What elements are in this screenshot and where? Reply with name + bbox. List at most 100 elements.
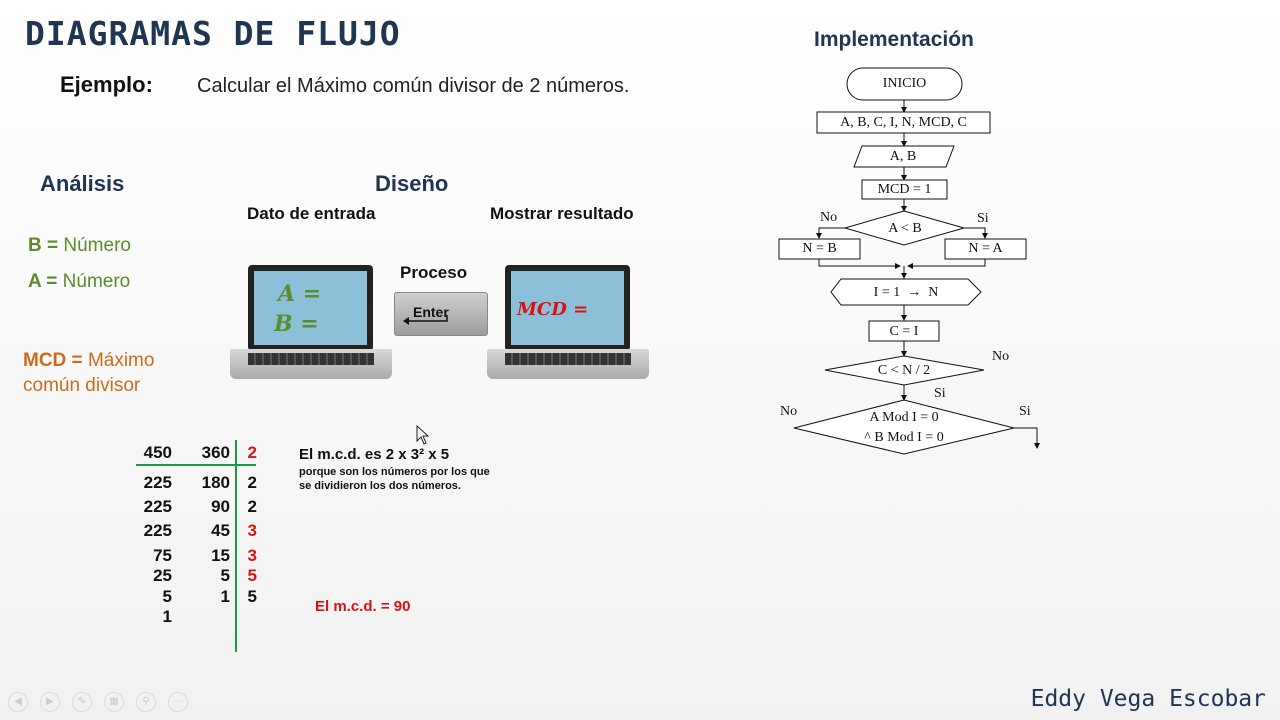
flow-arrow bbox=[964, 227, 988, 239]
example-text: Calcular el Máximo común divisor de 2 nú… bbox=[197, 75, 630, 97]
table-cell: 3 bbox=[247, 521, 257, 540]
table-cell: 2 bbox=[247, 443, 257, 462]
output-label: Mostrar resultado bbox=[490, 204, 634, 223]
table-cell: 15 bbox=[211, 546, 230, 565]
table-cell: 225 bbox=[143, 497, 172, 516]
screen-mcd: MCD = bbox=[517, 299, 589, 320]
assign-c-label: C = I bbox=[889, 324, 919, 339]
table-hline bbox=[136, 464, 256, 466]
input-laptop: A = B = bbox=[230, 265, 392, 383]
var-mcd-desc: Máximo común divisor bbox=[23, 350, 155, 396]
slides-grid-icon[interactable]: ▦ bbox=[104, 692, 124, 712]
table-cell: 3 bbox=[247, 546, 257, 565]
start-label: INICIO bbox=[882, 76, 927, 91]
slideshow-toolbar: ◀ ▶ ✎ ▦ ⚲ ⋯ bbox=[8, 691, 200, 712]
flow-arrow bbox=[1014, 427, 1040, 449]
assign-si-label: N = A bbox=[968, 241, 1003, 256]
init-box bbox=[861, 179, 948, 200]
table-cell: 2 bbox=[247, 473, 257, 492]
implementation-heading: Implementación bbox=[814, 28, 974, 51]
design-heading: Diseño bbox=[375, 171, 449, 196]
cond1-no-label: No bbox=[820, 210, 838, 225]
author-name: Eddy Vega Escobar bbox=[1030, 686, 1266, 712]
assign-no-label: N = B bbox=[802, 241, 837, 256]
table-cell: 1 bbox=[220, 587, 230, 606]
table-cell: 25 bbox=[153, 566, 172, 585]
declare-box bbox=[816, 111, 991, 134]
decision-c-lt-n2 bbox=[824, 355, 985, 386]
table-cell: 90 bbox=[211, 497, 230, 516]
flowchart bbox=[778, 67, 1040, 455]
var-b-name: B = bbox=[28, 235, 59, 256]
table-cell: 5 bbox=[162, 587, 172, 606]
var-b-desc: Número bbox=[63, 235, 131, 256]
start-terminal bbox=[846, 67, 963, 101]
analysis-heading: Análisis bbox=[40, 171, 125, 196]
table-cell: 2 bbox=[247, 497, 257, 516]
output-laptop-base bbox=[487, 349, 649, 379]
screen-b: B = bbox=[274, 311, 319, 337]
cond2-si-label: Si bbox=[934, 386, 946, 401]
cond3-si-label: Si bbox=[1019, 404, 1031, 419]
zoom-icon[interactable]: ⚲ bbox=[136, 692, 156, 712]
table-cell: 5 bbox=[247, 587, 257, 606]
next-slide-icon[interactable]: ▶ bbox=[40, 692, 60, 712]
flow-arrow bbox=[818, 259, 901, 269]
var-a: A = Número bbox=[28, 271, 130, 293]
var-a-name: A = bbox=[28, 271, 58, 292]
loop-label: I = 1 → N bbox=[873, 285, 939, 300]
read-parallelogram bbox=[853, 145, 955, 168]
var-b: B = Número bbox=[28, 235, 131, 257]
var-mcd-name: MCD = bbox=[23, 350, 83, 371]
pen-icon[interactable]: ✎ bbox=[72, 692, 92, 712]
decision-mod bbox=[793, 399, 1015, 455]
var-mcd: MCD = Máximo común divisor bbox=[23, 348, 193, 398]
init-label: MCD = 1 bbox=[877, 182, 932, 197]
cond3-no-label: No bbox=[780, 404, 798, 419]
table-cell: 450 bbox=[143, 443, 172, 462]
table-cell: 225 bbox=[143, 521, 172, 540]
flow-arrow bbox=[907, 259, 986, 269]
output-laptop-screen: MCD = bbox=[505, 265, 630, 351]
decision-a-lt-b bbox=[843, 210, 966, 246]
input-laptop-screen: A = B = bbox=[248, 265, 373, 351]
prev-slide-icon[interactable]: ◀ bbox=[8, 692, 28, 712]
input-laptop-keyboard bbox=[248, 353, 374, 365]
input-laptop-base bbox=[230, 349, 392, 379]
table-cell: 75 bbox=[153, 546, 172, 565]
enter-key-label: Enter bbox=[413, 304, 449, 320]
page-title: DIAGRAMAS DE FLUJO bbox=[25, 14, 401, 53]
explanation-line-1: porque son los números por los que bbox=[299, 466, 490, 478]
process-label: Proceso bbox=[400, 263, 468, 282]
assign-c-box bbox=[868, 320, 940, 342]
declare-label: A, B, C, I, N, MCD, C bbox=[840, 115, 967, 130]
example-label: Ejemplo: bbox=[60, 72, 153, 97]
assign-si-box bbox=[944, 238, 1027, 260]
table-cell: 1 bbox=[162, 607, 172, 626]
division-table: 450 360 2 225 180 2 225 90 2 225 45 3 75… bbox=[128, 440, 278, 655]
table-cell: 5 bbox=[220, 566, 230, 585]
cond2-no-label: No bbox=[992, 349, 1010, 364]
output-laptop-keyboard bbox=[505, 353, 631, 365]
input-label: Dato de entrada bbox=[247, 204, 376, 223]
cond3-line1: A Mod I = 0 bbox=[869, 410, 939, 425]
cond2-label: C < N / 2 bbox=[877, 363, 931, 378]
table-cell: 225 bbox=[143, 473, 172, 492]
enter-arrow-icon bbox=[403, 315, 448, 325]
output-laptop: MCD = bbox=[487, 265, 649, 383]
table-cell: 180 bbox=[201, 473, 230, 492]
table-cell: 45 bbox=[211, 521, 230, 540]
read-label: A, B bbox=[889, 149, 917, 164]
table-vline bbox=[235, 440, 237, 652]
assign-no-box bbox=[778, 238, 861, 260]
explanation-title: El m.c.d. es 2 x 3² x 5 bbox=[299, 446, 450, 463]
table-cell: 5 bbox=[247, 566, 257, 585]
more-options-icon[interactable]: ⋯ bbox=[168, 692, 188, 712]
result-text: El m.c.d. = 90 bbox=[315, 598, 411, 615]
enter-key: Enter bbox=[394, 292, 488, 336]
cond1-label: A < B bbox=[888, 221, 922, 236]
cond3-line2: ^ B Mod I = 0 bbox=[864, 430, 944, 445]
flow-arrow bbox=[816, 227, 845, 239]
explanation-line-2: se dividieron los dos números. bbox=[299, 480, 461, 492]
screen-a: A = bbox=[278, 281, 322, 307]
